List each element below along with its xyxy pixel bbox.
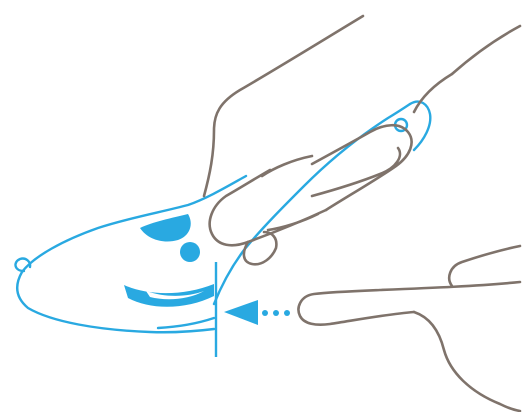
holding-finger-2 (310, 146, 402, 198)
holding-finger-under (242, 230, 278, 266)
pointing-finger (297, 280, 522, 327)
device-body-outline (16, 174, 248, 334)
arrow-dot-1 (262, 310, 268, 316)
pointing-hand-upper (448, 244, 522, 288)
holding-hand-outline (202, 14, 365, 198)
device-handle-outline (212, 102, 412, 306)
hand-holding-icon (202, 14, 522, 266)
holding-arm-top (450, 24, 522, 76)
pointing-hand-lower (412, 310, 522, 412)
device-jaw-piece (124, 284, 214, 307)
device-mouth-highlight (146, 291, 204, 300)
holding-palm-line (260, 154, 314, 178)
device-mouth-line (156, 316, 216, 330)
pointing-hand-icon (297, 244, 522, 412)
holding-finger-3 (266, 212, 320, 232)
device-left-tab (14, 257, 32, 273)
direction-arrow-icon (224, 300, 290, 325)
arrow-head (224, 300, 258, 325)
holding-finger-1 (310, 123, 413, 212)
device-details (124, 214, 214, 307)
arrow-dot-3 (284, 310, 290, 316)
holding-wrist (412, 72, 454, 114)
device-top-knob (408, 100, 432, 152)
handheld-device-icon (14, 100, 432, 334)
arrow-dot-2 (273, 310, 279, 316)
holding-thumb (208, 168, 328, 247)
device-eye-patch (140, 214, 191, 242)
device-eye-dot (180, 242, 200, 262)
